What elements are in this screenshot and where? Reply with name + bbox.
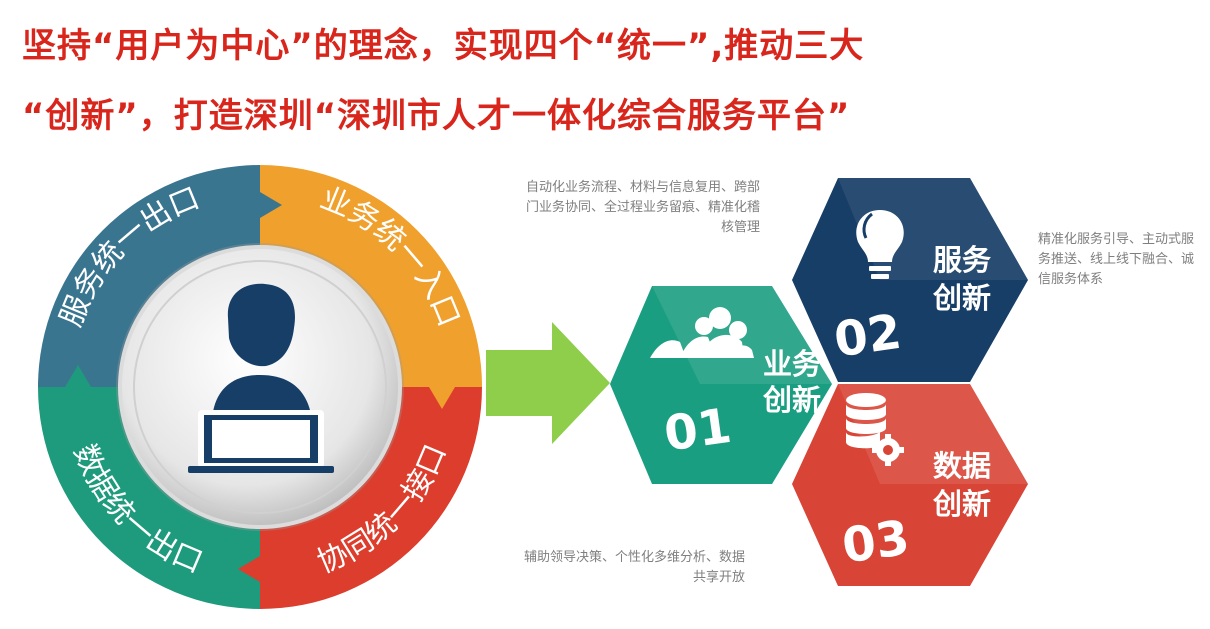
hex-03-number: 03	[839, 510, 913, 575]
note-service-innovation: 精准化服务引导、主动式服务推送、线上线下融合、诚信服务体系	[1038, 232, 1195, 287]
hex-02	[792, 178, 1028, 382]
hex-03-title-line1: 数据	[933, 449, 991, 483]
lightbulb-icon	[856, 210, 904, 279]
ring-segment-business-entry	[260, 165, 482, 387]
ring-segment-service-exit	[38, 165, 260, 387]
hex-03-title-line2: 创新	[932, 487, 991, 521]
hex-01-title-line2: 创新	[762, 383, 821, 417]
database-gear-icon	[846, 393, 904, 466]
note-data-innovation: 辅助领导决策、个性化多维分析、数据共享开放	[523, 550, 745, 585]
ring	[38, 165, 482, 609]
ring-segment-data-exit	[38, 387, 260, 609]
hex-02-title-line2: 创新	[932, 281, 991, 315]
note-business-innovation: 自动化业务流程、材料与信息复用、跨部门业务协同、全过程业务留痕、精准化稽核管理	[525, 180, 760, 235]
ring-segment-collab-interface	[260, 387, 482, 609]
hex-02-number: 02	[831, 304, 905, 369]
flow-arrow	[486, 322, 610, 444]
headline-line-2: “创新”，打造深圳“深圳市人才一体化综合服务平台”	[22, 96, 851, 136]
hex-01-title-line1: 业务	[763, 347, 821, 381]
people-icon	[650, 307, 754, 358]
hex-02-title-line1: 服务	[933, 243, 991, 277]
user-laptop-icon	[188, 283, 334, 473]
headline-line-1: 坚持“用户为中心”的理念，实现四个“统一”,推动三大	[22, 26, 865, 66]
hex-01-number: 01	[661, 398, 735, 463]
